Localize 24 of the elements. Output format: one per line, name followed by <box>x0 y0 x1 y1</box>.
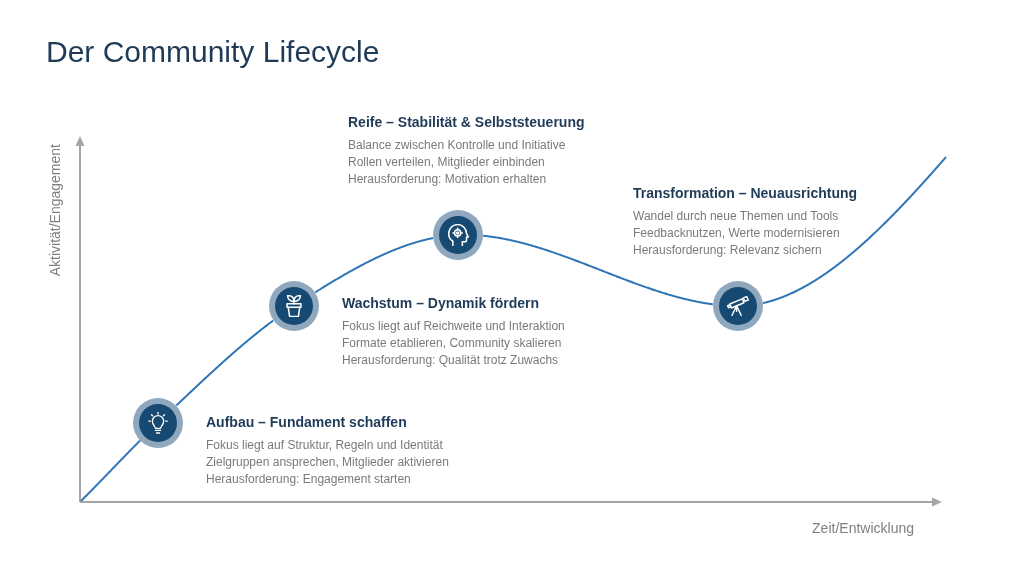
stage-description: Wandel durch neue Themen und Tools <box>633 208 840 225</box>
stage-description: Fokus liegt auf Struktur, Regeln und Identität <box>206 437 444 454</box>
stage-description: Formate etablieren, Community skalieren <box>342 335 563 352</box>
stage-description: Feedbacknutzen, Werte modernisieren <box>633 225 841 242</box>
stage-description: Herausforderung: Engagement starten <box>206 471 412 488</box>
stage-description: Herausforderung: Motivation erhalten <box>348 171 548 188</box>
axis-label: Aktivität/Engagement <box>47 144 63 277</box>
stage-description: Rollen verteilen, Mitglieder einbinden <box>348 154 546 171</box>
stage-description: Zielgruppen ansprechen, Mitglieder aktivieren <box>206 454 449 471</box>
lifecycle-curve <box>175 319 275 407</box>
lifecycle-curve <box>761 156 947 305</box>
stage-description: Herausforderung: Relevanz sichern <box>633 242 823 259</box>
stage-description: Fokus liegt auf Reichweite und Interaktion <box>342 318 565 335</box>
slide-title: Der Community Lifecycle <box>46 34 380 70</box>
stage-description: Balance zwischen Kontrolle und Initiative <box>348 137 567 154</box>
stage-heading: Reife – Stabilität & Selbststeuerung <box>348 113 585 132</box>
stage-heading: Wachstum – Dynamik fördern <box>342 294 541 313</box>
stage-description: Herausforderung: Qualität trotz Zuwachs <box>342 352 560 369</box>
lifecycle-curve <box>314 237 434 294</box>
axis-label: Zeit/Entwicklung <box>812 519 914 537</box>
lifecycle-curve <box>482 234 714 306</box>
stage-heading: Aufbau – Fundament schaffen <box>206 413 408 432</box>
stage-heading: Transformation – Neuausrichtung <box>633 184 858 203</box>
lifecycle-curve <box>80 439 142 502</box>
